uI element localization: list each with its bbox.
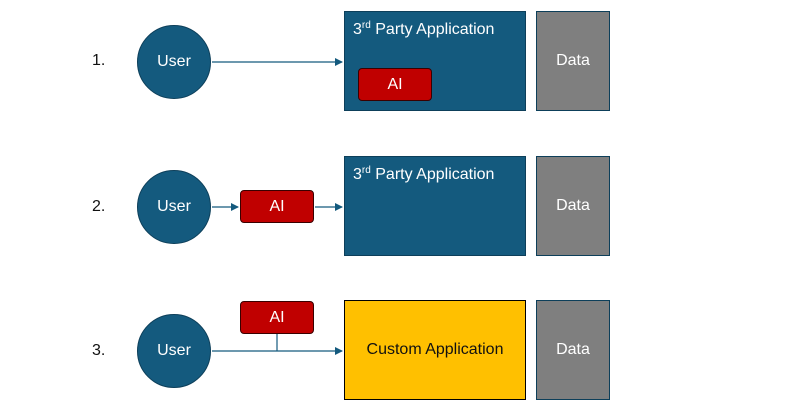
ai-node-row2: AI	[240, 190, 314, 223]
data-node-row2: Data	[536, 156, 610, 256]
row-number-3: 3.	[92, 342, 106, 359]
third-party-app-row2: 3rd Party Application	[344, 156, 526, 256]
user-node-row1: User	[137, 25, 211, 99]
user-node-row3: User	[137, 314, 211, 388]
ai-node-row3: AI	[240, 301, 314, 334]
user-node-row2: User	[137, 170, 211, 244]
data-node-row1: Data	[536, 11, 610, 111]
custom-app-row3: Custom Application	[344, 300, 526, 400]
third-party-app-row1: 3rd Party Application AI	[344, 11, 526, 111]
data-node-row3: Data	[536, 300, 610, 400]
app-title-row2: 3rd Party Application	[353, 165, 495, 183]
ai-node-row1: AI	[358, 68, 432, 101]
row-number-2: 2.	[92, 198, 106, 215]
app-title-row1: 3rd Party Application	[353, 20, 495, 38]
row-number-1: 1.	[92, 52, 106, 69]
